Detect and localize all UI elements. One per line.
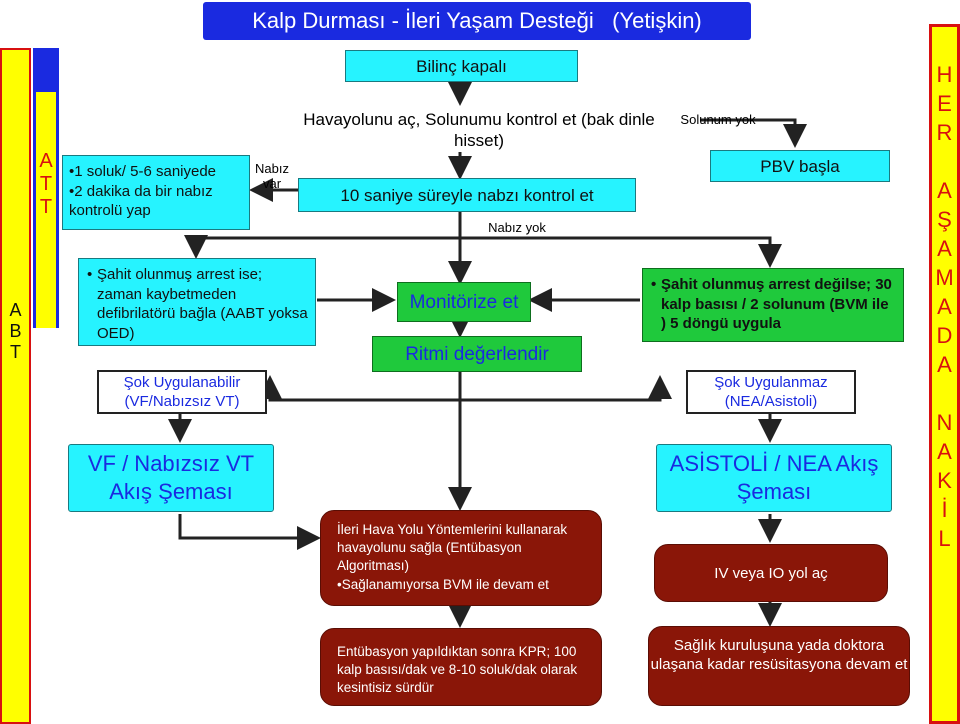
hem-letter: Ş [937, 207, 952, 232]
hem-letter [941, 147, 947, 176]
ileri-text-2: •Sağlanamıyorsa BVM ile devam et [337, 576, 549, 592]
att-yellow [36, 92, 56, 328]
node-pbv: PBV başla [710, 150, 890, 182]
label-nabiz-var: Nabız var [255, 161, 289, 191]
hem-letter: L [938, 526, 951, 551]
node-sok-uygulanmaz: Şok Uygulanmaz (NEA/Asistoli) [686, 370, 856, 414]
node-tt-box: •1 soluk/ 5-6 saniyede •2 dakika da bir … [62, 155, 250, 230]
node-iv-io: IV veya IO yol aç [654, 544, 888, 602]
hem-letter: A [937, 352, 952, 377]
arrow-vf-to-ileri [178, 514, 321, 550]
node-asistoli-flow: ASİSTOLİ / NEA Akış Şeması [656, 444, 892, 512]
node-bilinc: Bilinç kapalı [345, 50, 578, 82]
abt-letter: A [9, 300, 22, 320]
label-solunum-yok: Solunum yok [680, 112, 756, 127]
abt-letter: T [10, 342, 21, 362]
att-letter: A [39, 150, 53, 172]
att-letters: A T T [33, 150, 59, 219]
tt-item: •1 soluk/ 5-6 saniyede [69, 163, 217, 180]
tt-item: •2 dakika da bir nabız kontrolü yap [69, 182, 213, 220]
ileri-text-1: İleri Hava Yolu Yöntemlerini kullanarak … [337, 522, 568, 574]
arrow-ritim-to-sok [258, 372, 462, 402]
sahit-left-text: Şahit olunmuş arrest ise; zaman kaybetme… [87, 265, 309, 343]
att-letter: T [39, 196, 53, 218]
hem-letter: H [936, 62, 953, 87]
hem-letter: R [936, 120, 953, 145]
hem-letter: E [937, 91, 952, 116]
node-monitor: Monitörize et [397, 282, 531, 322]
hem-strip [929, 24, 960, 724]
arrow-nabiz-to-sahit-left [184, 235, 460, 259]
abt-letters: A B T [0, 300, 31, 363]
label-nabiz-yok: Nabız yok [488, 220, 546, 235]
node-sok-uygulanabilir: Şok Uygulanabilir (VF/Nabızsız VT) [97, 370, 267, 414]
hem-letter: M [935, 265, 954, 290]
page-title: Kalp Durması - İleri Yaşam Desteği (Yeti… [203, 2, 751, 40]
arrow-nabiz-to-sahit-right [460, 236, 782, 268]
node-entubasyon: Entübasyon yapıldıktan sonra KPR; 100 ka… [320, 628, 602, 706]
arrow-ritim-to-sokmaz [460, 375, 672, 402]
hem-letter: İ [941, 497, 948, 522]
hem-letter: K [937, 468, 952, 493]
node-ileri-havayolu: İleri Hava Yolu Yöntemlerini kullanarak … [320, 510, 602, 606]
abt-strip [0, 48, 31, 724]
node-vf-flow: VF / Nabızsız VT Akış Şeması [68, 444, 274, 512]
sahit-right-text: Şahit olunmuş arrest değilse; 30 kalp ba… [651, 275, 897, 334]
hem-letter: A [937, 294, 952, 319]
arrow-havayolu-to-pbv [700, 118, 807, 148]
node-sahit-left: Şahit olunmuş arrest ise; zaman kaybetme… [78, 258, 316, 346]
hem-letter: A [937, 178, 952, 203]
abt-letter: B [9, 321, 22, 341]
att-letter: T [39, 173, 53, 195]
node-saglik: Sağlık kuruluşuna yada doktora ulaşana k… [648, 626, 910, 706]
hem-letter: A [937, 439, 952, 464]
hem-letter: A [937, 236, 952, 261]
hem-letter: N [936, 410, 953, 435]
node-havayolu: Havayolunu aç, Solunumu kontrol et (bak … [303, 110, 655, 151]
hem-letter: D [936, 323, 953, 348]
hem-letter [941, 379, 947, 408]
node-nabiz10: 10 saniye süreyle nabzı kontrol et [298, 178, 636, 212]
node-ritim: Ritmi değerlendir [372, 336, 582, 372]
node-sahit-right: Şahit olunmuş arrest değilse; 30 kalp ba… [642, 268, 904, 342]
